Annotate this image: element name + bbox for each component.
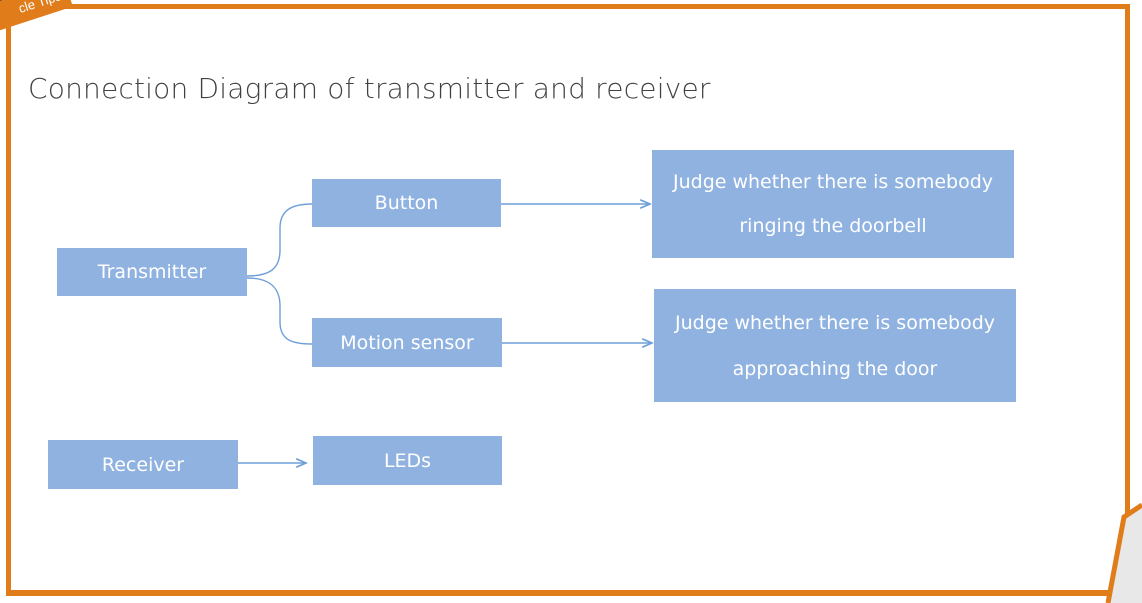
tips-badge: cle Tips bbox=[0, 0, 73, 58]
node-motion-sensor: Motion sensor bbox=[312, 318, 502, 367]
node-judge-approaching: Judge whether there is somebody approach… bbox=[654, 289, 1016, 402]
page-curl-decoration bbox=[1105, 503, 1142, 603]
connector-transmitter-button bbox=[246, 203, 313, 277]
node-transmitter: Transmitter bbox=[57, 248, 247, 296]
node-receiver: Receiver bbox=[48, 440, 238, 489]
node-leds: LEDs bbox=[313, 436, 502, 485]
node-button: Button bbox=[312, 179, 501, 227]
node-judge-ringing: Judge whether there is somebody ringing … bbox=[652, 150, 1014, 258]
slide-frame bbox=[6, 4, 1130, 596]
slide-title: Connection Diagram of transmitter and re… bbox=[28, 72, 711, 105]
connector-transmitter-motion bbox=[246, 277, 313, 345]
